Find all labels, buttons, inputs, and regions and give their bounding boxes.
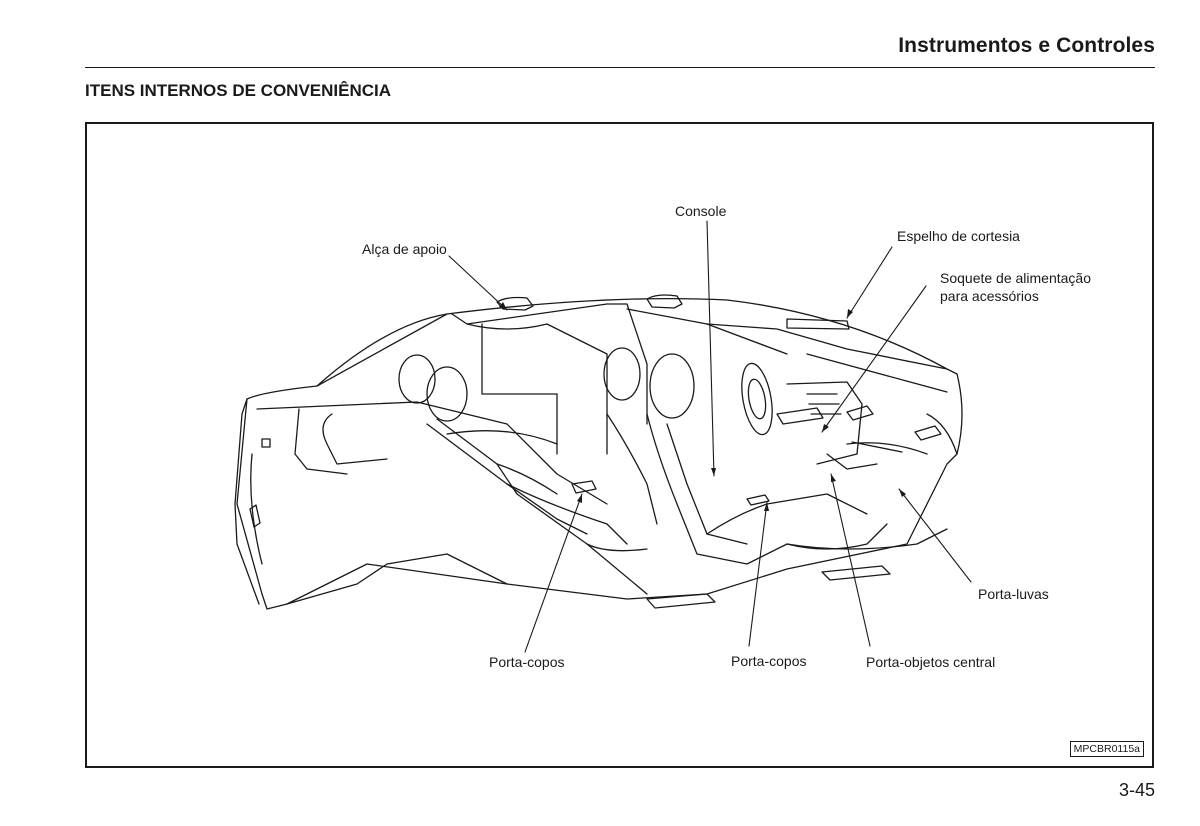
page-number: 3-45 xyxy=(1118,780,1155,800)
callout-vanity-mirror: Espelho de cortesia xyxy=(897,228,1020,244)
header-title: Instrumentos e Controles xyxy=(898,34,1155,57)
figure-code: MPCBR0115a xyxy=(1069,741,1144,757)
callout-cup-holder-front: Porta-copos xyxy=(731,653,807,669)
section-title: ITENS INTERNOS DE CONVENIÊNCIA xyxy=(85,81,392,100)
figure-box: Console Alça de apoio Espelho de cortesi… xyxy=(85,122,1154,768)
rear-seat xyxy=(398,354,648,595)
roof-details xyxy=(496,294,948,425)
callout-power-socket-line1: Soquete de alimentação xyxy=(940,270,1091,286)
callout-power-socket-line2: para acessórios xyxy=(940,288,1039,304)
callout-center-pocket: Porta-objetos central xyxy=(866,654,996,670)
callout-power-socket: Soquete de alimentação para acessórios xyxy=(940,269,1091,305)
dashboard xyxy=(741,362,958,470)
callout-cup-holder-rear: Porta-copos xyxy=(489,654,565,670)
arrowheads xyxy=(499,302,906,511)
callout-console: Console xyxy=(675,203,727,219)
floor-details xyxy=(646,528,948,609)
car-interior-illustration xyxy=(234,220,972,653)
callout-grab-handle: Alça de apoio xyxy=(362,241,447,257)
header-rule xyxy=(85,67,1155,68)
callout-glove-box: Porta-luvas xyxy=(978,586,1049,602)
car-body xyxy=(234,297,963,610)
leader-lines xyxy=(448,220,972,653)
